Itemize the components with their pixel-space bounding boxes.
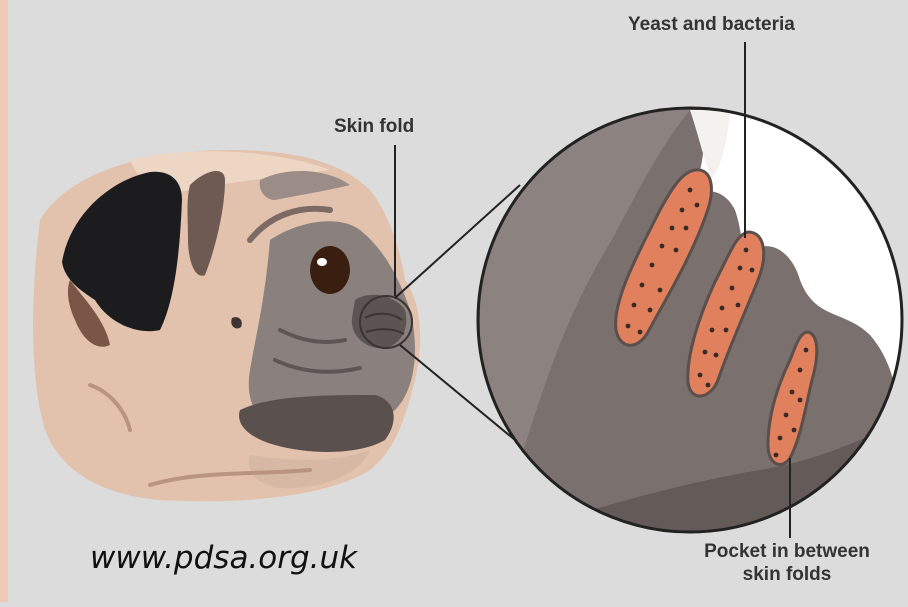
source-watermark: www.pdsa.org.uk [90, 540, 357, 576]
label-pocket: Pocket in between skin folds [672, 541, 902, 587]
label-yeast-and-bacteria: Yeast and bacteria [628, 14, 795, 37]
label-skin-fold: Skin fold [334, 116, 414, 139]
eye [310, 246, 350, 294]
label-pocket-line1: Pocket in between [672, 541, 902, 564]
pug-head [33, 150, 420, 501]
magnified-view [470, 100, 905, 540]
eye-highlight [317, 258, 327, 266]
label-pocket-line2: skin folds [672, 564, 902, 587]
left-edge-strip [0, 0, 8, 602]
